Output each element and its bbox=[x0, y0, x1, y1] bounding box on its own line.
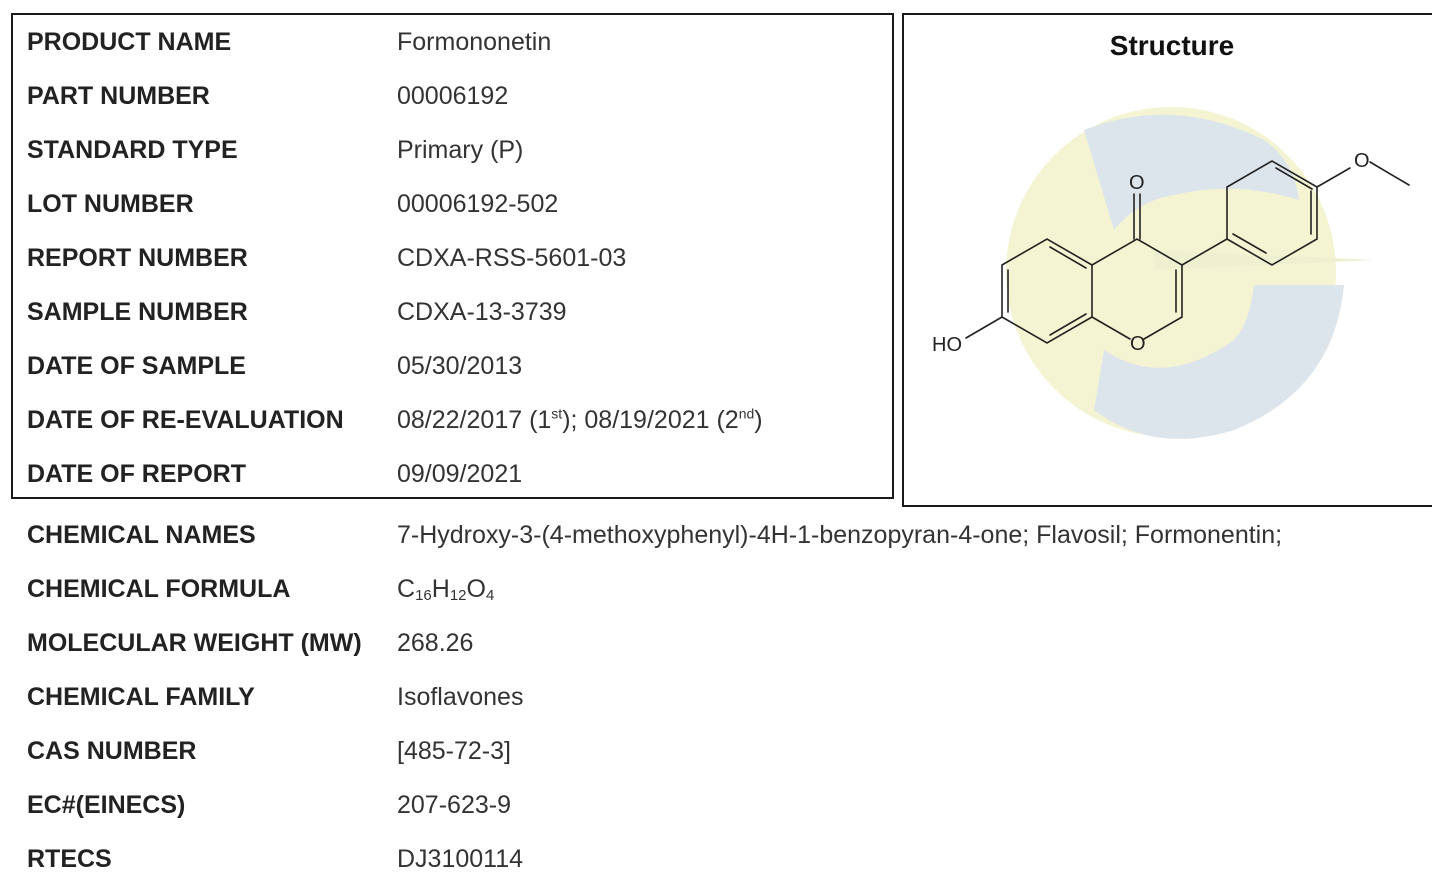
value-date-of-re-evaluation: 08/22/2017 (1st); 08/19/2021 (2nd) bbox=[397, 400, 763, 440]
value-ec-number: 207-623-9 bbox=[397, 791, 511, 819]
label-chemical-formula: CHEMICAL FORMULA bbox=[27, 575, 291, 603]
value-cas-number: [485-72-3] bbox=[397, 737, 511, 765]
watermark-logo bbox=[1006, 107, 1374, 439]
product-info-box bbox=[11, 13, 894, 499]
label-date-of-report: DATE OF REPORT bbox=[27, 460, 246, 488]
value-sample-number: CDXA-13-3739 bbox=[397, 298, 567, 326]
value-lot-number: 00006192-502 bbox=[397, 190, 559, 218]
structure-box bbox=[902, 13, 1432, 507]
value-chemical-family: Isoflavones bbox=[397, 683, 524, 711]
watermark-blue-arc-top bbox=[1084, 114, 1299, 230]
value-standard-type: Primary (P) bbox=[397, 136, 524, 164]
watermark-blue-arc-bottom bbox=[1094, 285, 1344, 439]
label-rtecs: RTECS bbox=[27, 845, 112, 873]
atom-hydroxyl: HO bbox=[932, 334, 962, 356]
value-date-of-sample: 05/30/2013 bbox=[397, 352, 523, 380]
label-chemical-names: CHEMICAL NAMES bbox=[27, 521, 256, 549]
label-cas-number: CAS NUMBER bbox=[27, 737, 197, 765]
structure-drawing: O O O HO bbox=[932, 107, 1410, 439]
re-eval-sup: nd bbox=[738, 405, 755, 422]
label-date-of-sample: DATE OF SAMPLE bbox=[27, 352, 246, 380]
atom-methoxy-oxygen: O bbox=[1354, 150, 1370, 172]
re-eval-part: ) bbox=[754, 406, 763, 434]
label-ec-number: EC#(EINECS) bbox=[27, 791, 186, 819]
label-sample-number: SAMPLE NUMBER bbox=[27, 298, 248, 326]
value-chemical-formula: C16H12O4 bbox=[397, 569, 494, 609]
molecule-bonds bbox=[965, 160, 1410, 344]
label-molecular-weight: MOLECULAR WEIGHT (MW) bbox=[27, 629, 362, 657]
formula-sub: 16 bbox=[415, 587, 432, 604]
value-part-number: 00006192 bbox=[397, 82, 509, 110]
value-product-name: Formononetin bbox=[397, 28, 552, 56]
atom-carbonyl-oxygen: O bbox=[1129, 172, 1145, 194]
label-standard-type: STANDARD TYPE bbox=[27, 136, 238, 164]
label-chemical-family: CHEMICAL FAMILY bbox=[27, 683, 255, 711]
formula-part: H bbox=[431, 575, 450, 603]
label-date-of-re-evaluation: DATE OF RE-EVALUATION bbox=[27, 406, 344, 434]
value-molecular-weight: 268.26 bbox=[397, 629, 474, 657]
label-report-number: REPORT NUMBER bbox=[27, 244, 248, 272]
value-rtecs: DJ3100114 bbox=[397, 845, 524, 873]
atom-ring-oxygen: O bbox=[1130, 333, 1146, 355]
re-eval-sup: st bbox=[551, 405, 563, 422]
formula-part: O bbox=[466, 575, 486, 603]
structure-title: Structure bbox=[1109, 30, 1235, 61]
formula-sub: 12 bbox=[449, 587, 467, 604]
re-eval-part: 08/22/2017 (1 bbox=[397, 406, 552, 434]
value-report-number: CDXA-RSS-5601-03 bbox=[397, 244, 627, 272]
value-chemical-names: 7-Hydroxy-3-(4-methoxyphenyl)-4H-1-benzo… bbox=[397, 521, 1283, 549]
re-eval-part: ); 08/19/2021 (2 bbox=[562, 406, 739, 434]
label-lot-number: LOT NUMBER bbox=[27, 190, 194, 218]
formula-part: C bbox=[397, 575, 416, 603]
label-product-name: PRODUCT NAME bbox=[27, 28, 232, 56]
formula-sub: 4 bbox=[485, 587, 495, 604]
value-date-of-report: 09/09/2021 bbox=[397, 460, 523, 488]
label-part-number: PART NUMBER bbox=[27, 82, 210, 110]
